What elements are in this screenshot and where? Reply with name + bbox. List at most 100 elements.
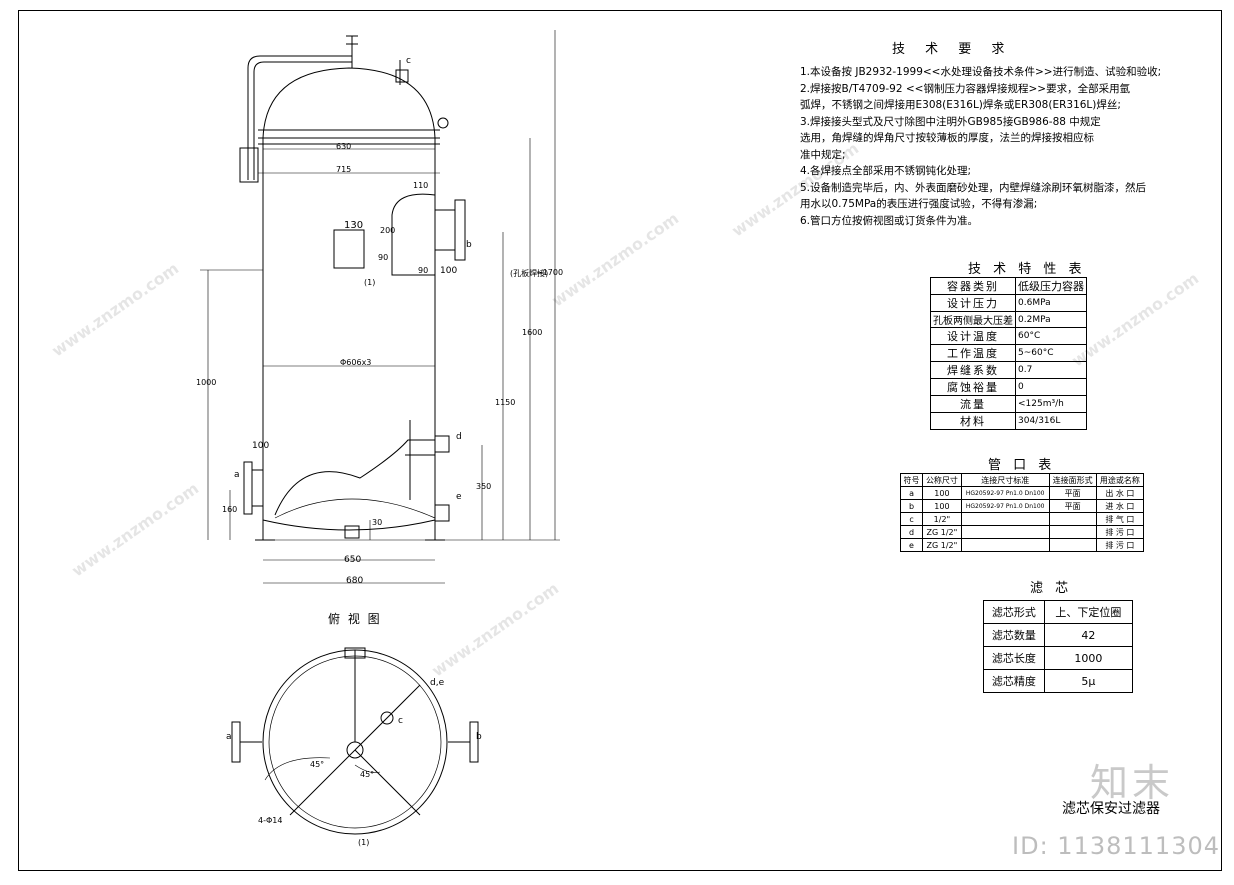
top-view-angle-2: 45° [360,770,375,779]
filter-key: 滤芯形式 [983,600,1045,624]
requirement-line: 6.管口方位按俯视图或订货条件为准。 [800,214,979,227]
top-view-label-a: a [226,732,232,742]
port-purpose: 排 气 口 [1095,512,1145,526]
dim-130: 130 [344,220,364,231]
dim-90-b: 90 [418,266,429,275]
port-size: 1/2" [922,512,962,526]
label-a: a [234,470,240,480]
top-view-label-c: c [398,716,403,726]
top-view-label-de: d,e [430,678,445,688]
flange-a [243,461,264,515]
requirement-line: 弧焊，不锈钢之间焊接用E308(E316L)焊条或ER308(ER316L)焊丝… [800,99,1121,111]
property-value: <125m³/h [1015,395,1087,413]
dimension-lines [200,30,560,584]
side-window-detail [333,193,466,276]
dim-200: 200 [380,226,396,235]
property-name: 设计压力 [930,294,1016,312]
dim-630: 630 [336,142,352,151]
port-size: ZG 1/2" [922,538,962,552]
requirement-line: 4.各焊接点全部采用不锈钢钝化处理; [800,165,972,177]
port-standard [960,538,1050,552]
requirements-title: 技 术 要 求 [892,42,1013,57]
dim-1700: ~1700 [536,268,564,277]
column-header: 符号 [899,473,924,487]
dim-90-a: 90 [378,253,389,262]
filter-key: 滤芯精度 [983,669,1045,693]
dim-1150: 1150 [495,398,516,407]
port-face: 平面 [1048,486,1097,500]
dim-100-a: 100 [440,266,458,276]
requirement-line: 1.本设备按 JB2932-1999<<水处理设备技术条件>>进行制造、试验和验… [800,66,1162,78]
column-header: 连接面形式 [1048,473,1097,487]
port-face: 平面 [1048,499,1097,513]
properties-title: 技 术 特 性 表 [968,262,1086,277]
table-row: 流量<125m³/h [930,395,1087,413]
port-face [1048,525,1097,539]
property-name: 材料 [930,412,1016,430]
requirement-line: 用水以0.75MPa的表压进行强度试验，不得有渗漏; [800,198,1038,210]
dim-650: 650 [344,555,362,565]
property-value: 60°C [1015,327,1087,345]
port-purpose: 进 水 口 [1095,499,1145,513]
port-symbol: b [899,499,924,513]
shell-size: Φ606x3 [340,358,372,367]
label-e: e [456,492,462,502]
column-header: 连接尺寸标准 [960,473,1050,487]
table-row: 滤芯形式上、下定位圈 [983,600,1134,624]
property-name: 流量 [930,395,1016,413]
drawing-name: 滤芯保安过滤器 [1062,801,1160,817]
property-value: 低级压力容器 [1015,277,1087,295]
top-view-label-b: b [476,732,482,742]
port-standard: HG20592-97 Pn1.0 Dn100 [960,486,1050,500]
filter-value: 42 [1043,623,1134,647]
dim-100-b: 100 [252,441,270,451]
property-value: 0.2MPa [1015,311,1087,328]
port-purpose: 排 污 口 [1095,525,1145,539]
property-name: 设计温度 [930,327,1016,345]
port-size: 100 [922,486,962,500]
dim-1000: 1000 [196,378,217,387]
filter-value: 上、下定位圈 [1043,600,1134,624]
property-value: 0 [1015,378,1087,396]
filter-value: 1000 [1043,646,1134,670]
port-symbol: d [899,525,924,539]
requirement-line: 2.焊接按B/T4709-92 <<钢制压力容器焊接规程>>要求，全部采用氩 [800,82,1131,95]
top-view-bolt: 4-Φ14 [258,816,283,825]
port-size: ZG 1/2" [922,525,962,539]
port-standard [960,525,1050,539]
table-header-row: 符号 公称尺寸 连接尺寸标准 连接面形式 用途或名称 [899,473,1145,487]
requirement-line: 3.焊接接头型式及尺寸除图中注明外GB985接GB986-88 中规定 [800,115,1101,128]
port-standard: HG20592-97 Pn1.0 Dn100 [960,499,1050,513]
flange-d-e [434,435,450,522]
property-name: 容器类别 [930,277,1016,295]
filter-key: 滤芯数量 [983,623,1045,647]
filter-title: 滤 芯 [1030,581,1073,596]
id-watermark: ID: 1138111304 [1012,832,1220,860]
dim-715: 715 [336,165,352,174]
port-symbol: c [899,512,924,526]
label-b: b [466,240,472,250]
top-view-note: (1) [358,838,370,847]
filter-key: 滤芯长度 [983,646,1045,670]
requirement-line: 准中规定; [800,148,846,161]
label-c: c [406,56,411,66]
port-size: 100 [922,499,962,513]
top-view [231,647,479,835]
requirement-line: 5.设备制造完毕后，内、外表面磨砂处理，内壁焊缝涂刷环氧树脂漆，然后 [800,181,1147,194]
label-d: d [456,432,462,442]
requirement-line: 选用，角焊缝的焊角尺寸按较薄板的厚度，法兰的焊接按相应标 [800,132,1094,144]
plate-note: (孔板焊接) [510,269,549,278]
filter-value: 5μ [1043,669,1134,693]
top-view-title: 俯 视 图 [328,612,382,626]
